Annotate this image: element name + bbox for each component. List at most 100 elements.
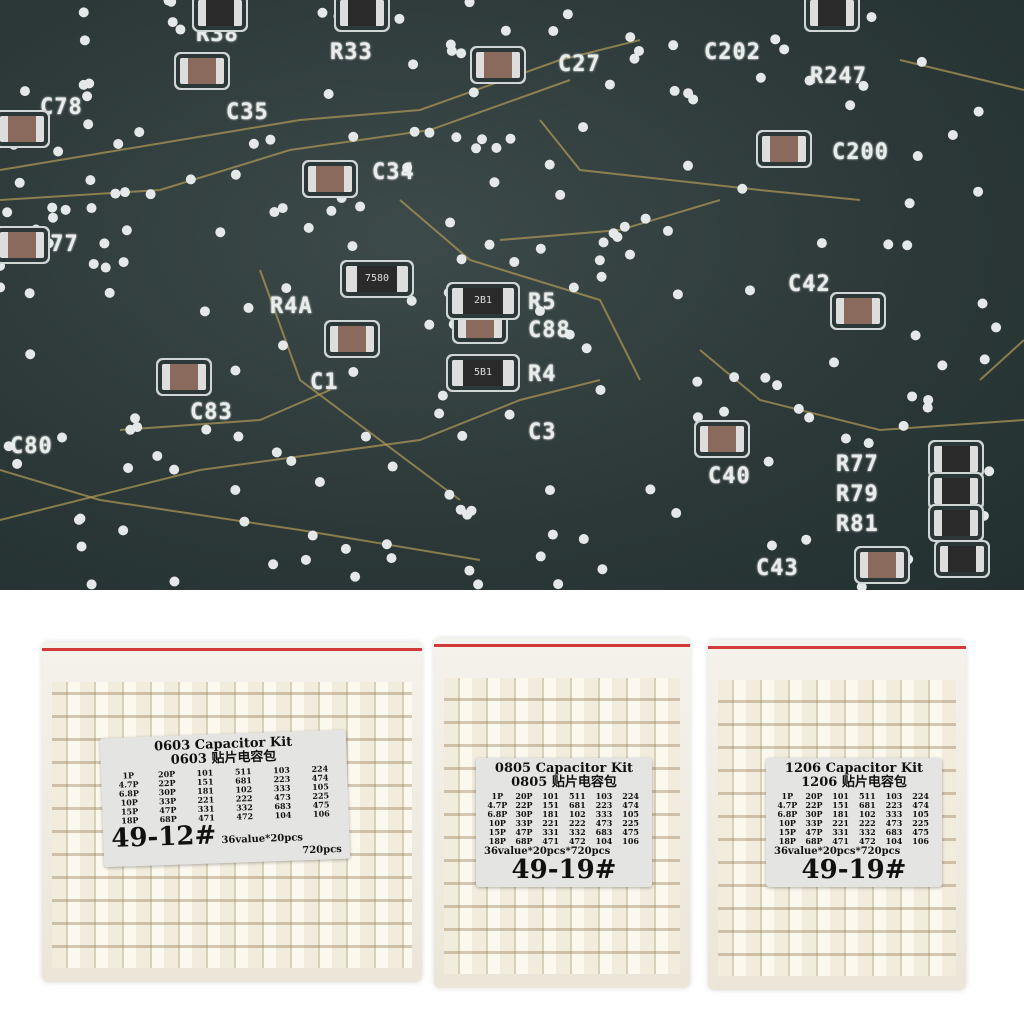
capacitance-value: 10P — [778, 818, 796, 828]
silkscreen-label: R81 — [836, 512, 879, 537]
via — [598, 237, 609, 248]
via — [645, 484, 656, 495]
capacitance-value: 472 — [858, 836, 876, 846]
kit-title: 1206 Capacitor Kit — [784, 761, 924, 776]
via — [829, 357, 840, 368]
via — [594, 255, 605, 266]
via — [281, 283, 292, 294]
via — [3, 441, 14, 452]
via — [74, 514, 85, 525]
via — [451, 132, 462, 143]
via — [24, 288, 35, 299]
via — [468, 87, 479, 98]
via — [455, 504, 466, 515]
via — [2, 207, 13, 218]
via — [500, 25, 511, 36]
capacitance-value: 103 — [885, 791, 903, 801]
via — [323, 88, 334, 99]
capacitance-value: 222 — [568, 818, 586, 828]
via — [902, 240, 913, 251]
via — [464, 0, 475, 8]
via — [456, 48, 467, 59]
via — [745, 285, 756, 296]
via — [464, 565, 475, 576]
capacitance-value: 1P — [781, 791, 794, 801]
silkscreen-label: R4 — [528, 362, 557, 387]
capacitance-value: 6.8P — [777, 809, 798, 819]
via — [840, 433, 851, 444]
via — [544, 159, 555, 170]
copper-trace — [0, 79, 571, 201]
capacitance-value: 105 — [912, 809, 929, 819]
via — [719, 406, 730, 417]
silkscreen-label: C1 — [310, 370, 339, 395]
via — [973, 106, 984, 117]
via — [863, 438, 874, 449]
zip-seal — [42, 648, 422, 651]
via — [409, 126, 420, 137]
via — [47, 202, 58, 213]
via — [167, 17, 178, 28]
via — [947, 129, 958, 140]
via — [484, 239, 495, 250]
via — [866, 12, 877, 23]
capacitance-value: 151 — [542, 800, 559, 810]
silkscreen-label: C43 — [756, 556, 799, 581]
capacitance-value: 223 — [885, 800, 903, 810]
capacitance-value: 181 — [832, 809, 849, 819]
copper-trace — [259, 269, 461, 501]
via — [265, 134, 276, 145]
via — [883, 239, 894, 250]
capacitance-value: 20P — [805, 791, 823, 801]
silkscreen-label: C40 — [708, 464, 751, 489]
capacitance-value: 332 — [858, 827, 876, 837]
via — [269, 207, 280, 218]
via — [199, 306, 210, 317]
via — [793, 403, 804, 414]
via — [535, 551, 546, 562]
capacitance-value: 104 — [274, 809, 292, 821]
chip-marking: 2B1 — [452, 288, 514, 314]
capacitance-value: 30P — [515, 809, 533, 819]
via — [424, 319, 435, 330]
via — [547, 529, 558, 540]
via — [25, 349, 36, 360]
via — [57, 432, 68, 443]
via — [766, 540, 777, 551]
capacitance-value: 102 — [568, 809, 586, 819]
via — [99, 238, 110, 249]
via — [134, 127, 145, 138]
smd-capacitor — [0, 116, 44, 142]
capacitance-value: 472 — [568, 836, 586, 846]
via — [564, 329, 575, 340]
silkscreen-label: R5 — [528, 290, 557, 315]
silkscreen-label: R247 — [810, 64, 867, 89]
capacitance-value: 1P — [491, 791, 504, 801]
capacitance-value: 221 — [832, 818, 849, 828]
via — [553, 579, 564, 590]
capacitance-value: 332 — [568, 827, 586, 837]
via — [856, 581, 867, 590]
via — [973, 186, 984, 197]
via — [85, 175, 96, 186]
capacitance-value: 474 — [622, 800, 639, 810]
silkscreen-label: C35 — [226, 100, 269, 125]
smd-resistor — [810, 0, 854, 26]
capacitance-value: 15P — [778, 827, 796, 837]
via — [688, 94, 699, 105]
capacitance-value: 102 — [858, 809, 876, 819]
silkscreen-label: R79 — [836, 482, 879, 507]
via — [984, 466, 995, 477]
smd-capacitor — [330, 326, 374, 352]
via — [0, 260, 6, 271]
capacitance-value: 681 — [858, 800, 876, 810]
capacitance-value: 222 — [858, 818, 876, 828]
kit-code: 49-19# — [511, 855, 617, 885]
via — [113, 138, 124, 149]
via — [277, 340, 288, 351]
via — [277, 203, 288, 214]
